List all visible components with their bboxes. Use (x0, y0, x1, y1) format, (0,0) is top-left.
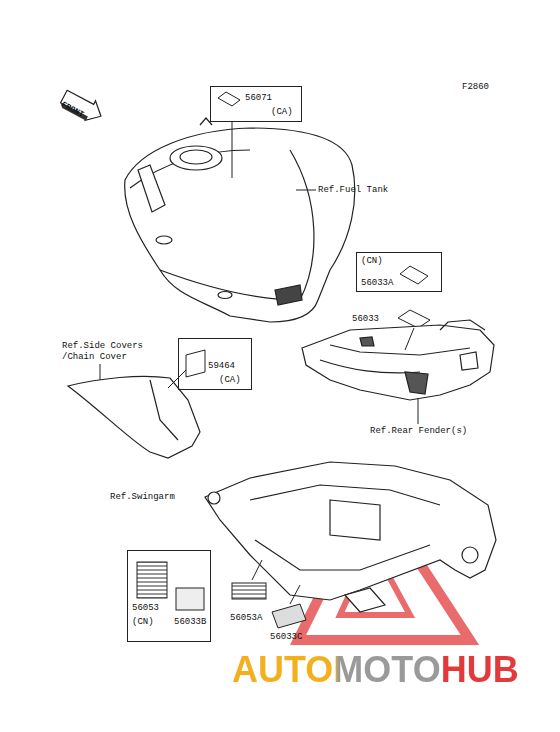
part-reference: Ref.Swingarm (110, 492, 175, 503)
callout-box: 56071 (CA) (210, 86, 302, 122)
figure-code: F2860 (462, 82, 489, 93)
callout-number: 56033B (174, 617, 206, 628)
callout-number: 56053A (230, 613, 262, 624)
callout-number: (CA) (219, 375, 241, 386)
callout-number: 56033A (361, 278, 393, 289)
part-reference: Ref.Rear Fender(s) (370, 426, 467, 437)
part-reference: Ref.Fuel Tank (318, 185, 388, 196)
callout-number: (CN) (361, 256, 383, 267)
watermark: AUTOMOTOHUB (232, 650, 519, 690)
callout-number: 59464 (208, 361, 235, 372)
callout-box: 59464 (CA) (178, 338, 252, 390)
callout-box: (CN) 56033A (356, 252, 442, 292)
callout-box: 56053 (CN) 56033B (127, 550, 211, 642)
callout-number: 56053 (132, 603, 159, 614)
part-reference: Ref.Side Covers /Chain Cover (62, 341, 174, 363)
callout-number: (CN) (132, 617, 154, 628)
callout-number: 56033C (270, 632, 302, 643)
callout-number: 56033 (352, 314, 379, 325)
callout-number: (CA) (271, 107, 293, 118)
callout-number: 56071 (245, 93, 272, 104)
